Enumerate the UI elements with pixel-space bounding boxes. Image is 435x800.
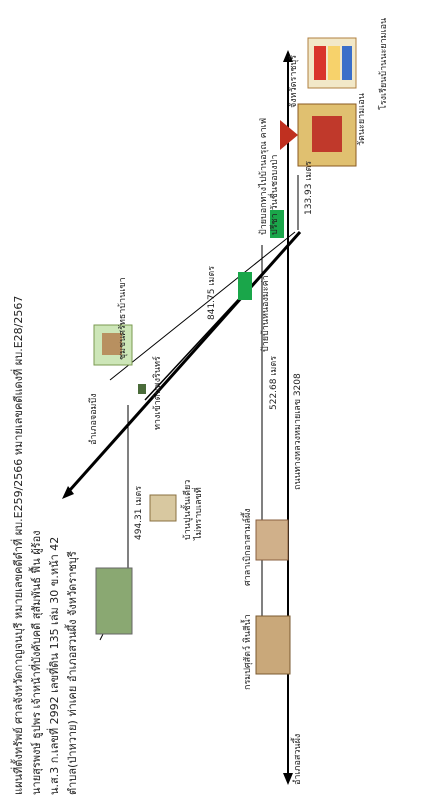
coop-label: กรมปศุสัตว์ หินสีน้ำ	[240, 614, 253, 690]
header-line-3: น.ส.3 ก.เลขที่ 2992 เลขที่ดิน 135 เล่ม 3…	[46, 537, 61, 795]
school-building	[307, 37, 357, 89]
dim-line-diag	[109, 231, 296, 381]
house-caption: บ้านปูนชั้นเดียวไม่ทราบเลขที่	[180, 480, 204, 541]
village-sign-marker	[238, 272, 252, 300]
distance-diag-label: 841.75 เมตร	[207, 266, 217, 320]
cafe-sign-marker	[270, 210, 284, 238]
header-line-2: นายสุรพงษ์ ธูปพร เจ้าหน้าที่บังคับคดี สุ…	[28, 530, 43, 795]
site-photo	[95, 567, 133, 635]
village-sign-label: ป้ายบ้านหนองมะค่า	[260, 275, 271, 352]
junction-label: ทางเข้าต้นพงรินทร์	[151, 356, 163, 430]
header-line-1: แผนที่ตั้งทรัพย์ ศาลจังหวัดกาญจนบุรี หมา…	[10, 296, 25, 795]
amphoe-top-label: อำเภอจอมบึง	[88, 393, 99, 445]
school-label: โรงเรียนบ้านนะยามเอน	[378, 18, 389, 110]
province-label: จังหวัดราชบุรี	[288, 55, 299, 108]
junction-marker	[138, 384, 146, 394]
temple-label: วัดนะยามเอน	[357, 93, 367, 146]
chicken-farm-building	[255, 519, 289, 561]
distance-top-label: 133.93 เมตร	[304, 161, 314, 215]
road-arrow-top	[283, 50, 293, 62]
amphoe-bottom-label: อำเภอสวนผึ้ง	[290, 734, 303, 785]
house-building	[149, 494, 177, 522]
highway-label: ถนนทางหลวงหมายเลข 3208	[293, 373, 303, 490]
diagonal-arrow	[62, 486, 74, 499]
cafe-sign-label: ป้ายบอกทางไปบ้านอรุณ คาเฟ่ปรีชา วันชื่นช…	[258, 118, 280, 235]
temple-building	[280, 103, 357, 167]
header-line-4: ตำบล(ป่าหวาย) ท่าเคย อำเภอสวนผึ้ง จังหวั…	[64, 551, 79, 795]
access-road	[144, 232, 301, 401]
distance-center-label: 522.68 เมตร	[269, 356, 279, 410]
road-arrow-bottom	[283, 773, 293, 785]
distance-left-label: 494.31 เมตร	[134, 486, 144, 540]
farm-label: ชุมชนศรัทธาบ้านเขา	[117, 277, 128, 360]
chicken-farm-label: ศาลาเบิกอาสามล์ผึ้ง	[240, 508, 253, 586]
farm-building	[93, 324, 133, 366]
coop-building	[255, 615, 291, 675]
